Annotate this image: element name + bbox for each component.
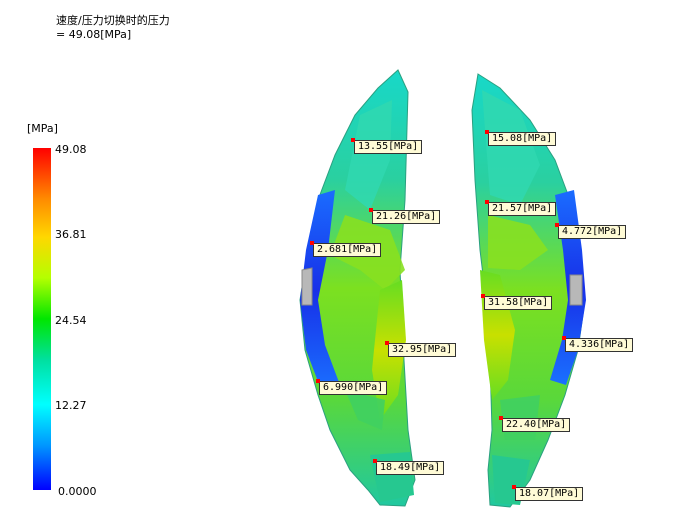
left-part bbox=[299, 69, 416, 507]
probe-label-right-lower: 4.336[MPa] bbox=[561, 336, 634, 352]
probe-label-right-top: 15.08[MPa] bbox=[484, 130, 557, 146]
result-value: = 49.08[MPa] bbox=[56, 28, 132, 41]
probe-label-left-gate: 2.681[MPa] bbox=[309, 241, 382, 257]
probe-label-right-low: 22.40[MPa] bbox=[498, 416, 571, 432]
probe-label-right-core: 31.58[MPa] bbox=[480, 294, 553, 310]
probe-label-right-bottom: 18.07[MPa] bbox=[511, 485, 584, 501]
probe-label-left-core: 32.95[MPa] bbox=[384, 341, 457, 357]
probe-label-right-upper: 21.57[MPa] bbox=[484, 200, 557, 216]
legend-tick-max: 49.08 bbox=[55, 143, 87, 156]
probe-label-right-gate: 4.772[MPa] bbox=[554, 223, 627, 239]
color-scale-bar bbox=[33, 148, 51, 490]
probe-label-left-lower: 6.990[MPa] bbox=[315, 379, 388, 395]
probe-label-left-top: 13.55[MPa] bbox=[350, 138, 423, 154]
legend-tick-low: 12.27 bbox=[55, 399, 87, 412]
result-title: 速度/压力切换时的压力 = 49.08[MPa] bbox=[56, 14, 170, 42]
legend-unit: [MPa] bbox=[27, 122, 58, 135]
probe-label-left-bottom: 18.49[MPa] bbox=[372, 459, 445, 475]
probe-label-left-upper: 21.26[MPa] bbox=[368, 208, 441, 224]
legend-tick-min: 0.0000 bbox=[58, 485, 97, 498]
legend-tick-high: 36.81 bbox=[55, 228, 87, 241]
legend-tick-mid: 24.54 bbox=[55, 314, 87, 327]
result-name: 速度/压力切换时的压力 bbox=[56, 14, 170, 27]
